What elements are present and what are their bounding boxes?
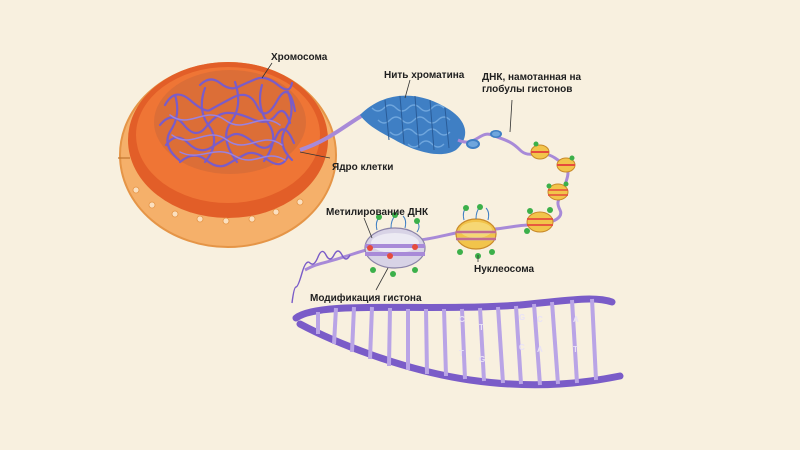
base-letter: T bbox=[573, 345, 578, 354]
leader-lines bbox=[261, 62, 513, 291]
base-letter: T bbox=[459, 349, 464, 358]
nucleosome bbox=[455, 204, 497, 259]
modified-nucleosome bbox=[364, 212, 426, 277]
label-dna-methylation: Метилирование ДНК bbox=[326, 207, 429, 218]
base-letter: T bbox=[479, 323, 484, 332]
base-letter: C bbox=[459, 315, 465, 324]
cell-nucleus bbox=[118, 62, 337, 248]
label-histone-modification: Модификация гистона bbox=[310, 293, 422, 304]
base-letter: C bbox=[519, 343, 525, 352]
dna-beaded-strand bbox=[304, 132, 570, 272]
nucleosome-beads bbox=[524, 141, 576, 234]
base-letter: C bbox=[537, 315, 543, 324]
double-helix: C T T G G C C A A T bbox=[292, 295, 624, 389]
dna-thin-helix bbox=[291, 250, 351, 304]
base-letters: C T T G G C C A A T bbox=[459, 313, 579, 364]
small-beads bbox=[466, 130, 502, 149]
base-pair-rungs bbox=[316, 298, 598, 386]
label-dna-wrapped: ДНК, намотанная на глобулы гистонов bbox=[482, 72, 582, 95]
chromatin-fiber bbox=[360, 95, 466, 155]
label-cell-nucleus: Ядро клетки bbox=[332, 162, 394, 173]
chromatin-tangle bbox=[158, 76, 297, 168]
base-letter: G bbox=[519, 313, 525, 322]
base-letter: G bbox=[479, 355, 485, 364]
label-chromosome: Хромосома bbox=[271, 52, 328, 63]
label-nucleosome: Нуклеосома bbox=[474, 264, 535, 275]
base-letter: A bbox=[573, 315, 579, 324]
label-chromatin-fiber: Нить хроматина bbox=[384, 70, 465, 81]
base-letter: A bbox=[537, 345, 543, 354]
